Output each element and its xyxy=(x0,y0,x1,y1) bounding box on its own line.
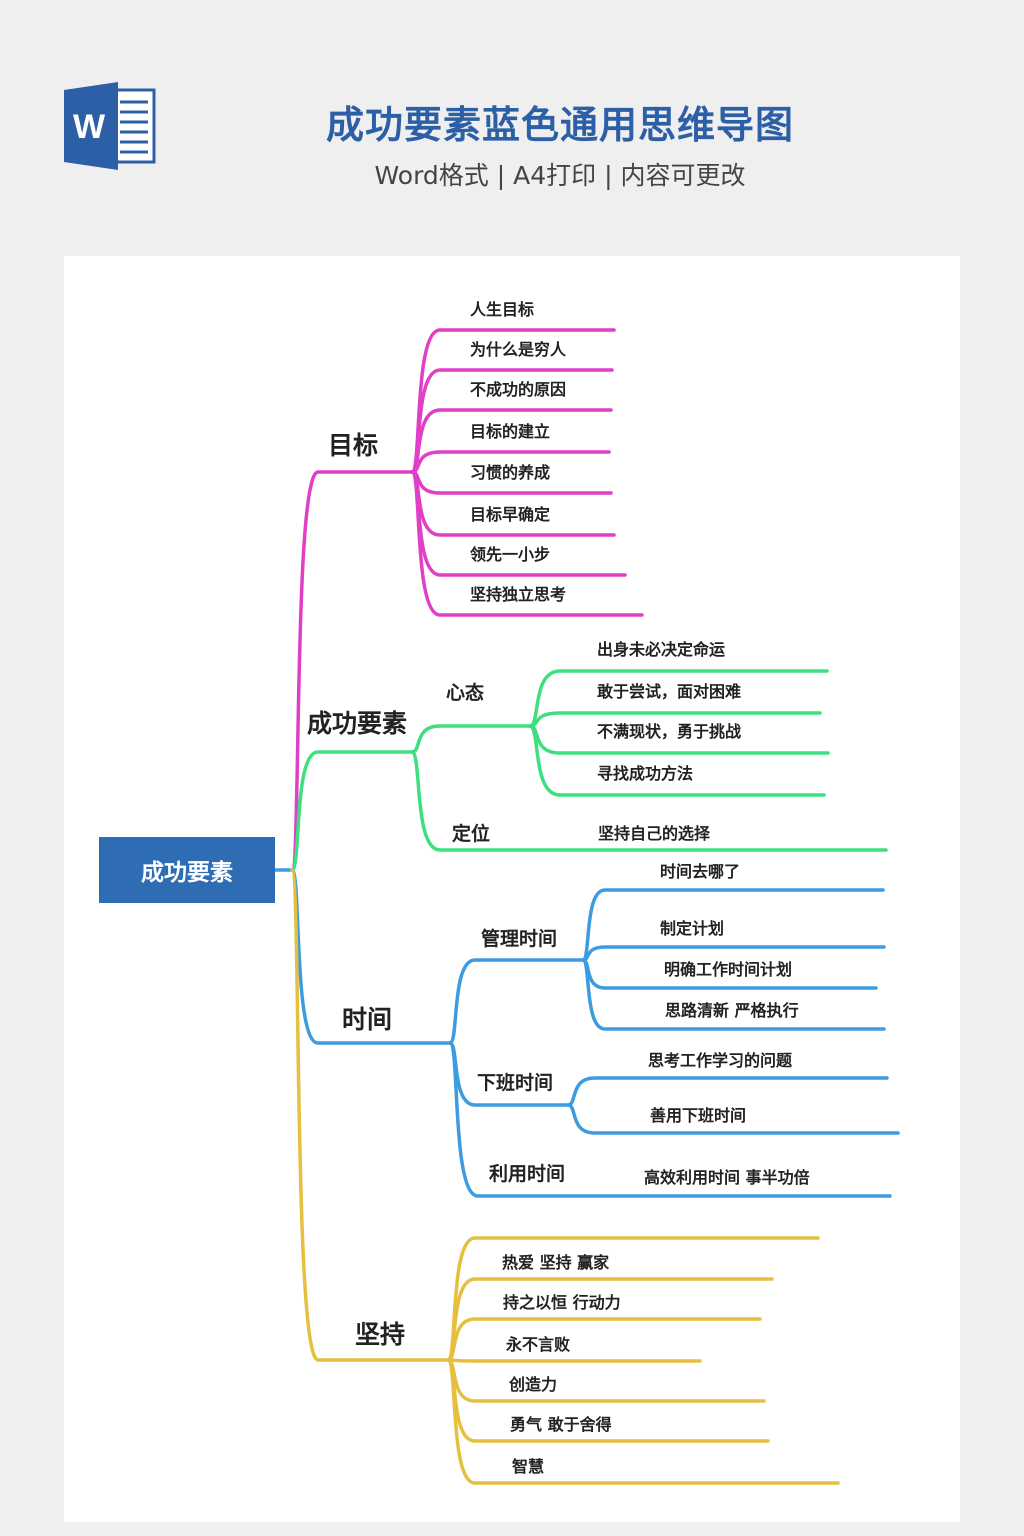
leaf-line xyxy=(566,1076,889,1107)
branch-label-persist: 坚持 xyxy=(355,1320,405,1349)
leaf-label: 思路清新 严格执行 xyxy=(665,1001,799,1020)
leaf-label: 坚持独立思考 xyxy=(470,585,566,604)
leaf-label: 时间去哪了 xyxy=(660,862,740,881)
sub-label-after-work: 下班时间 xyxy=(477,1071,553,1094)
leaf-label: 坚持自己的选择 xyxy=(598,824,711,843)
sub-line-mindset xyxy=(410,724,532,754)
leaf-line xyxy=(446,1358,702,1363)
sub-label-position: 定位 xyxy=(452,822,490,845)
leaf-label: 不成功的原因 xyxy=(470,380,566,399)
leaf-line xyxy=(566,1103,900,1135)
leaf-label: 明确工作时间计划 xyxy=(664,960,792,979)
leaf-line xyxy=(410,470,644,617)
sub-label-manage-time: 管理时间 xyxy=(481,927,557,950)
leaf-line xyxy=(581,958,886,1031)
branch-label-time: 时间 xyxy=(342,1005,392,1034)
leaf-label: 高效利用时间 事半功倍 xyxy=(644,1168,810,1187)
leaf-label: 人生目标 xyxy=(470,300,534,319)
branch-line-goal xyxy=(290,470,414,872)
leaf-label: 出身未必决定命运 xyxy=(597,640,725,659)
sub-label-use-time: 利用时间 xyxy=(489,1163,565,1185)
sub-label-mindset: 心态 xyxy=(446,681,484,704)
word-logo-icon: W xyxy=(64,82,156,170)
leaf-line xyxy=(528,724,826,797)
leaf-label: 智慧 xyxy=(512,1457,544,1476)
leaf-label: 为什么是穷人 xyxy=(470,340,567,359)
sub-line-use-time xyxy=(448,1041,892,1198)
leaf-line xyxy=(446,1317,762,1362)
page-title: 成功要素蓝色通用思维导图 xyxy=(325,103,794,147)
branch-line-elements xyxy=(290,750,414,872)
leaf-label: 领先一小步 xyxy=(470,545,550,564)
leaf-label: 善用下班时间 xyxy=(650,1106,746,1125)
leaf-label: 制定计划 xyxy=(660,919,724,938)
leaf-line xyxy=(581,888,885,962)
leaf-line xyxy=(581,945,886,962)
leaf-line xyxy=(446,1358,766,1403)
leaf-label: 敢于尝试，面对困难 xyxy=(597,682,741,701)
svg-text:W: W xyxy=(73,108,106,146)
leaf-line xyxy=(446,1358,840,1485)
leaf-label: 勇气 敢于舍得 xyxy=(510,1415,612,1434)
branch-line-persist xyxy=(290,868,450,1362)
branch-label-elements: 成功要素 xyxy=(307,709,407,738)
leaf-label: 创造力 xyxy=(508,1375,557,1394)
leaf-label: 持之以恒 行动力 xyxy=(503,1293,621,1312)
root-node: 成功要素 xyxy=(99,837,275,903)
branch-label-goal: 目标 xyxy=(328,431,378,460)
leaf-label: 不满现状，勇于挑战 xyxy=(597,722,741,741)
leaf-label: 寻找成功方法 xyxy=(597,764,693,783)
leaf-label: 永不言败 xyxy=(505,1335,570,1354)
leaf-label: 习惯的养成 xyxy=(470,463,550,482)
page-subtitle: Word格式 | A4打印 | 内容可更改 xyxy=(374,161,746,190)
leaf-label: 目标早确定 xyxy=(470,505,550,524)
leaf-label: 思考工作学习的问题 xyxy=(648,1051,793,1070)
sub-line-position xyxy=(410,750,888,852)
leaf-label: 热爱 坚持 赢家 xyxy=(502,1253,610,1272)
leaf-label: 目标的建立 xyxy=(470,422,550,441)
sub-line-manage-time xyxy=(448,958,585,1045)
